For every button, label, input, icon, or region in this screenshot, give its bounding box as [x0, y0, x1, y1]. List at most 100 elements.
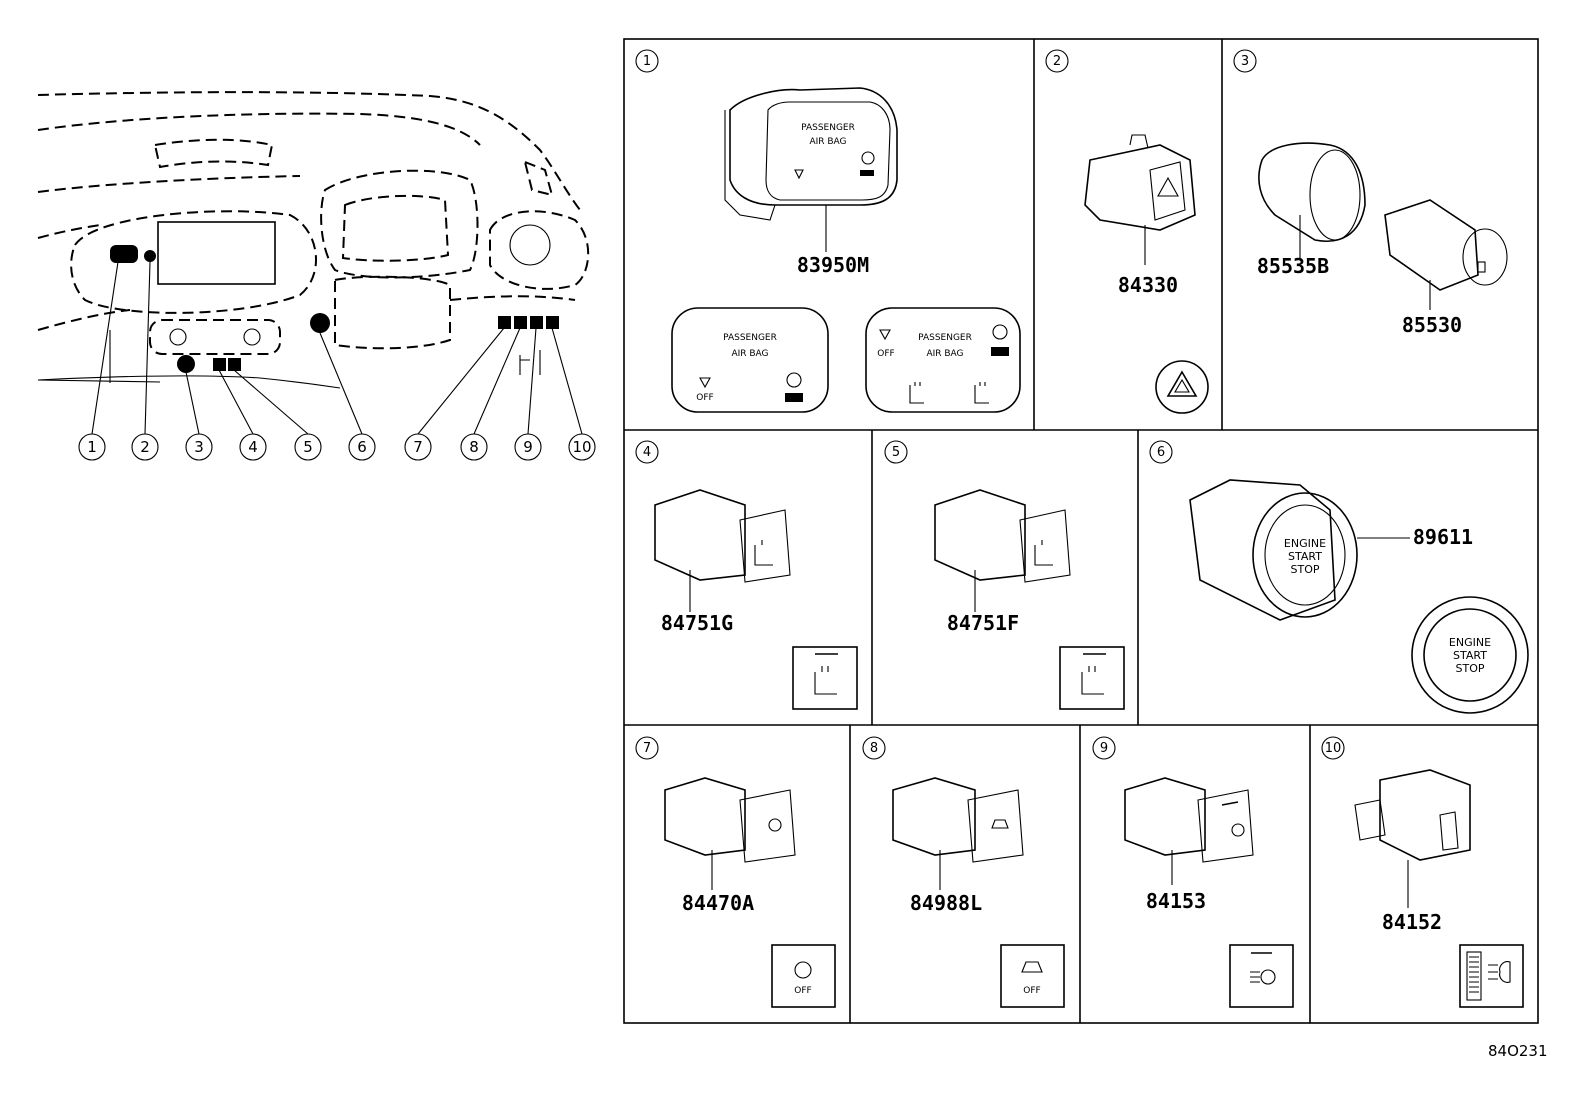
seat-heater-icon [814, 666, 837, 695]
part-marker-10 [546, 316, 559, 329]
auto-high-beam-icon [1260, 969, 1276, 985]
panel-8: 84988L OFF [892, 777, 1065, 1008]
panel-number-8: 8 [870, 741, 878, 756]
callout-number-4: 4 [248, 438, 258, 456]
panel-number-9: 9 [1100, 741, 1108, 756]
start-label-line3: STOP [1291, 563, 1320, 576]
panel-grid [623, 38, 1539, 1024]
part-marker-4 [213, 358, 226, 371]
lighter-socket-icon [1462, 228, 1508, 286]
callout-number-1: 1 [87, 438, 97, 456]
panel-number-circle-5 [884, 440, 908, 464]
callout-number-3: 3 [194, 438, 204, 456]
callout-circle-7 [404, 433, 432, 461]
seat-heater-icon [909, 382, 924, 404]
panel-number-4: 4 [643, 445, 651, 460]
callout-circle-2 [131, 433, 159, 461]
panel-3: 85535B 85530 [1257, 142, 1508, 337]
panel-number-6: 6 [1157, 445, 1165, 460]
airbag-variant2-off: OFF [877, 349, 894, 359]
part-number-85535B: 85535B [1257, 254, 1329, 278]
callout-circle-4 [239, 433, 267, 461]
part-marker-1 [110, 245, 138, 263]
seat-heater-icon [1034, 540, 1053, 566]
start-label-line1: ENGINE [1284, 537, 1326, 550]
callout-number-6: 6 [357, 438, 367, 456]
panel-10: 84152 [1354, 769, 1524, 1008]
part-number-84153: 84153 [1146, 889, 1206, 913]
hazard-icon [1157, 176, 1179, 197]
child-seat-icon [879, 329, 891, 341]
leveling-dial-icon [1466, 951, 1482, 1001]
panel-number-1: 1 [643, 54, 651, 69]
callout-number-5: 5 [303, 438, 313, 456]
callout-circle-3 [185, 433, 213, 461]
airbag-on-badge [860, 170, 874, 176]
callout-circle-5 [294, 433, 322, 461]
callout-number-2: 2 [140, 438, 150, 456]
start-icon-line2: START [1453, 649, 1487, 662]
child-seat-icon [699, 377, 711, 389]
panel-number-circle-1 [635, 49, 659, 73]
airbag-label-line1: PASSENGER [801, 123, 855, 133]
part-number-84988L: 84988L [910, 891, 982, 915]
leveling-dial-icon [1439, 811, 1459, 851]
callout-circle-1 [78, 433, 106, 461]
part-number-84751F: 84751F [947, 611, 1019, 635]
auto-high-beam-icon [1231, 823, 1245, 837]
callout-circle-8 [460, 433, 488, 461]
part-marker-8 [514, 316, 527, 329]
child-seat-icon [794, 169, 804, 180]
start-icon-line3: STOP [1456, 662, 1485, 675]
traction-off-label: OFF [1023, 986, 1040, 996]
outlet-cap-icon [1309, 149, 1361, 241]
part-number-83950M: 83950M [797, 253, 869, 277]
part-number-89611: 89611 [1413, 525, 1473, 549]
panel-5: 84751F [934, 489, 1125, 710]
start-icon-line1: ENGINE [1449, 636, 1491, 649]
seat-heater-icon [754, 540, 773, 566]
panel-number-circle-3 [1233, 49, 1257, 73]
panel-number-circle-2 [1045, 49, 1069, 73]
document-code: 84O231 [1488, 1042, 1548, 1060]
part-number-84751G: 84751G [661, 611, 733, 635]
traction-off-icon [991, 819, 1009, 829]
auto-stop-icon [794, 961, 812, 979]
callout-number-8: 8 [469, 438, 479, 456]
panel-number-circle-4 [635, 440, 659, 464]
part-marker-6 [310, 313, 330, 333]
airbag-on-badge [991, 347, 1009, 356]
part-number-84470A: 84470A [682, 891, 754, 915]
panel-4: 84751G [654, 489, 858, 710]
panel-number-7: 7 [643, 741, 651, 756]
callout-circle-9 [514, 433, 542, 461]
panel-9: 84153 [1124, 777, 1294, 1008]
airbag-on-icon [786, 372, 802, 388]
panel-number-circle-8 [862, 736, 886, 760]
auto-stop-off-label: OFF [794, 986, 811, 996]
seat-heater-icon [974, 382, 989, 404]
callout-number-10: 10 [572, 438, 591, 456]
panel-1: PASSENGER AIR BAG 83950M PASSENGER AIR B… [671, 87, 1021, 413]
panel-number-circle-6 [1149, 440, 1173, 464]
airbag-on-icon [992, 324, 1008, 340]
hazard-icon [1166, 370, 1198, 397]
part-marker-5 [228, 358, 241, 371]
panel-7: 84470A OFF [664, 777, 836, 1008]
headlight-icon [1499, 961, 1511, 983]
callout-circle-10 [568, 433, 596, 461]
callout-number-7: 7 [413, 438, 423, 456]
part-marker-3 [177, 355, 195, 373]
part-marker-2 [144, 250, 156, 262]
airbag-variant1-line1: PASSENGER [723, 333, 777, 343]
part-number-84330: 84330 [1118, 273, 1178, 297]
airbag-on-icon [861, 151, 875, 165]
panel-number-circle-7 [635, 736, 659, 760]
airbag-variant1-line2: AIR BAG [731, 349, 768, 359]
panel-number-circle-9 [1092, 736, 1116, 760]
panel-number-circle-10 [1321, 736, 1345, 760]
airbag-label-line2: AIR BAG [809, 137, 846, 147]
part-number-85530: 85530 [1402, 313, 1462, 337]
